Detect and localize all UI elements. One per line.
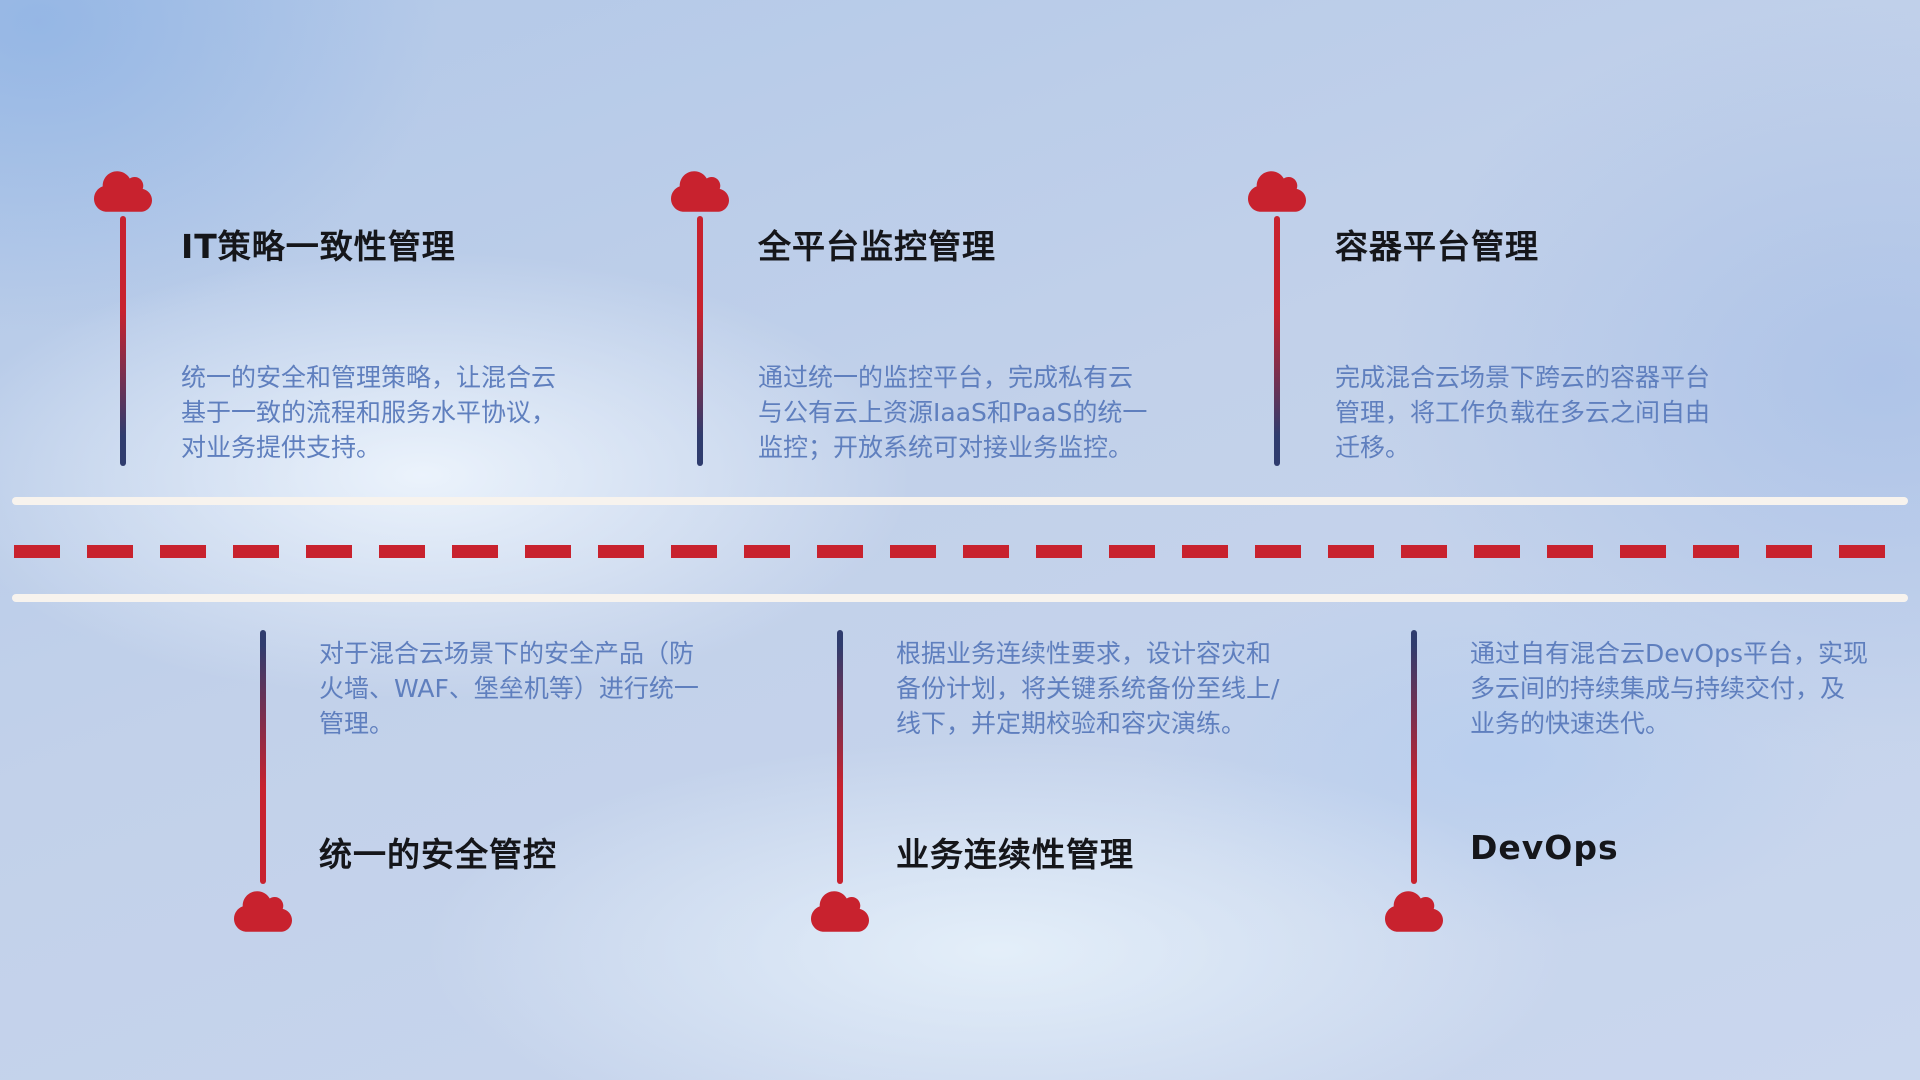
item-title: 业务连续性管理: [896, 835, 1134, 874]
item-description: 通过自有混合云DevOps平台，实现多云间的持续集成与持续交付，及业务的快速迭代…: [1470, 639, 1868, 738]
item-title: 容器平台管理: [1335, 227, 1539, 266]
item-description: 对于混合云场景下的安全产品（防火墙、WAF、堡垒机等）进行统一管理。: [319, 639, 699, 738]
item-title: IT策略一致性管理: [181, 227, 456, 266]
connector-line: [697, 216, 703, 466]
connector-line: [1411, 630, 1417, 884]
cloud-icon: [811, 888, 869, 935]
item-description: 根据业务连续性要求，设计容灾和备份计划，将关键系统备份至线上/线下，并定期校验和…: [896, 639, 1280, 738]
cloud-icon: [671, 168, 729, 215]
item-description: 统一的安全和管理策略，让混合云基于一致的流程和服务水平协议，对业务提供支持。: [181, 363, 557, 462]
connector-line: [120, 216, 126, 466]
item-title: DevOps: [1470, 828, 1619, 867]
connector-line: [837, 630, 843, 884]
item-description: 通过统一的监控平台，完成私有云与公有云上资源IaaS和PaaS的统一监控；开放系…: [758, 363, 1148, 462]
road-top-line: [12, 497, 1908, 505]
road-bottom-line: [12, 594, 1908, 602]
item-title: 全平台监控管理: [758, 227, 996, 266]
cloud-icon: [94, 168, 152, 215]
connector-line: [1274, 216, 1280, 466]
cloud-icon: [234, 888, 292, 935]
cloud-icon: [1248, 168, 1306, 215]
item-description: 完成混合云场景下跨云的容器平台管理，将工作负载在多云之间自由迁移。: [1335, 363, 1711, 462]
cloud-icon: [1385, 888, 1443, 935]
road-center-dashed-line: [14, 545, 1906, 558]
connector-line: [260, 630, 266, 884]
item-title: 统一的安全管控: [319, 835, 557, 874]
